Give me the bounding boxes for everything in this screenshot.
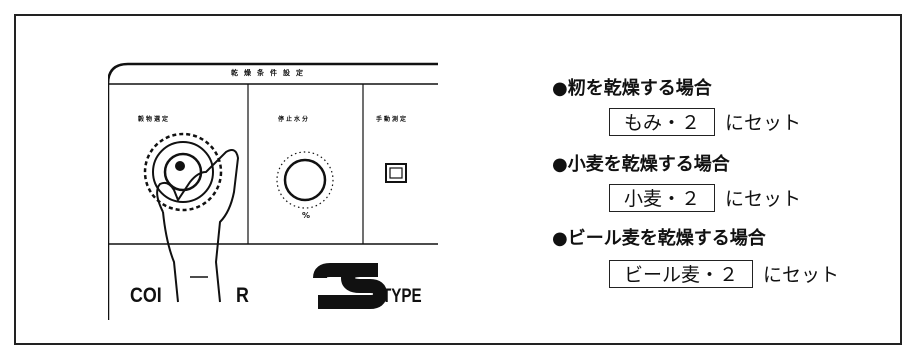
panel-title: 乾燥条件設定 xyxy=(231,69,309,77)
paddy-setting: もみ・２ にセット xyxy=(609,108,801,136)
paddy-heading: ●籾を乾燥する場合 xyxy=(552,78,712,99)
malt-barley-setting-value: ビール麦・２ xyxy=(609,260,754,288)
paddy-setting-suffix: にセット xyxy=(725,112,802,134)
malt-barley-setting-suffix: にセット xyxy=(763,264,840,286)
manual-measure-button[interactable] xyxy=(385,163,407,183)
s-type-logo xyxy=(313,263,388,309)
wheat-setting: 小麦・２ にセット xyxy=(609,184,801,212)
grain-select-dial[interactable] xyxy=(143,132,223,212)
wheat-setting-value: 小麦・２ xyxy=(609,184,716,212)
malt-barley-setting: ビール麦・２ にセット xyxy=(609,260,839,288)
grain-select-label: 穀物選定 xyxy=(138,116,171,123)
stop-moisture-label: 停止水分 xyxy=(278,116,311,123)
wheat-setting-suffix: にセット xyxy=(725,188,802,210)
malt-barley-heading: ●ビール麦を乾燥する場合 xyxy=(552,228,766,249)
brand-text-right: R xyxy=(236,284,249,307)
manual-measure-label: 手動測定 xyxy=(376,116,409,123)
paddy-setting-value: もみ・２ xyxy=(609,108,716,136)
wheat-heading: ●小麦を乾燥する場合 xyxy=(552,154,730,175)
brand-text-left: COI xyxy=(130,284,162,307)
figure-frame xyxy=(14,14,902,345)
type-label: TYPE xyxy=(382,286,422,307)
moisture-unit: % xyxy=(302,211,311,220)
hand-drawing xyxy=(156,149,240,303)
control-panel-illustration xyxy=(108,62,438,320)
moisture-dial[interactable] xyxy=(276,151,334,209)
